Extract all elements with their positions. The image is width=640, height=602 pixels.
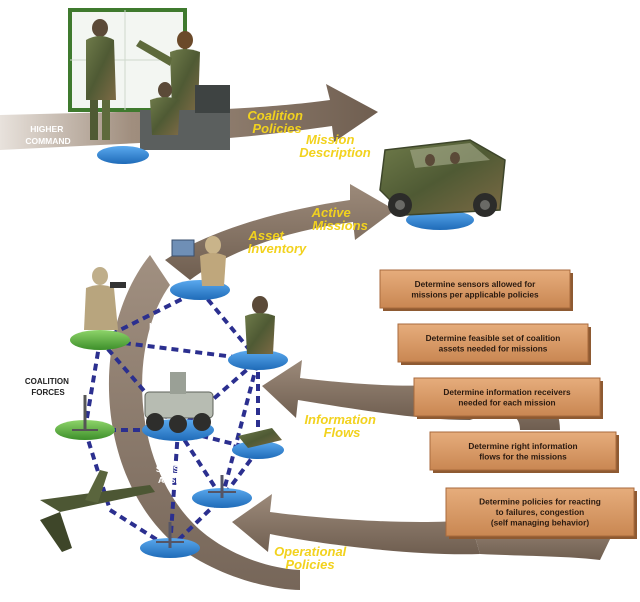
command-center-icon [68, 8, 230, 164]
label-information-users: INFORMATION USERS [149, 321, 211, 342]
label-mission-planner: MISSION PLANNER [434, 236, 475, 257]
loop-arrow-left [108, 255, 300, 590]
node-sensor-bottom [140, 522, 200, 558]
label-information-flows: Information Flows [304, 412, 379, 440]
uav-icon [40, 470, 155, 552]
node-coalition-force [55, 395, 115, 440]
node-sensor-tank [232, 428, 284, 459]
label-mission-description: Mission Description [299, 132, 371, 160]
label-active-missions: Active Missions [311, 205, 368, 233]
label-coalition-forces: COALITION FORCES [25, 377, 71, 397]
label-asset-inventory: Asset Inventory [247, 228, 307, 256]
robot-vehicle-icon [142, 372, 214, 441]
armored-vehicle-icon [379, 139, 506, 230]
node-information-user-top [170, 236, 230, 300]
arrow-operational-policies [232, 494, 480, 555]
node-information-user-left [70, 267, 130, 350]
label-higher-command: HIGHER COMMAND [25, 124, 70, 146]
platform-command [97, 146, 149, 164]
label-sensor-assets: SENSOR ASSETS [156, 464, 194, 485]
node-information-user-right [228, 296, 288, 370]
ground-sensor-icon [192, 475, 252, 508]
label-coalition-policies: Coalition Policies [247, 108, 306, 136]
label-operational-policies: Operational Policies [274, 544, 350, 572]
